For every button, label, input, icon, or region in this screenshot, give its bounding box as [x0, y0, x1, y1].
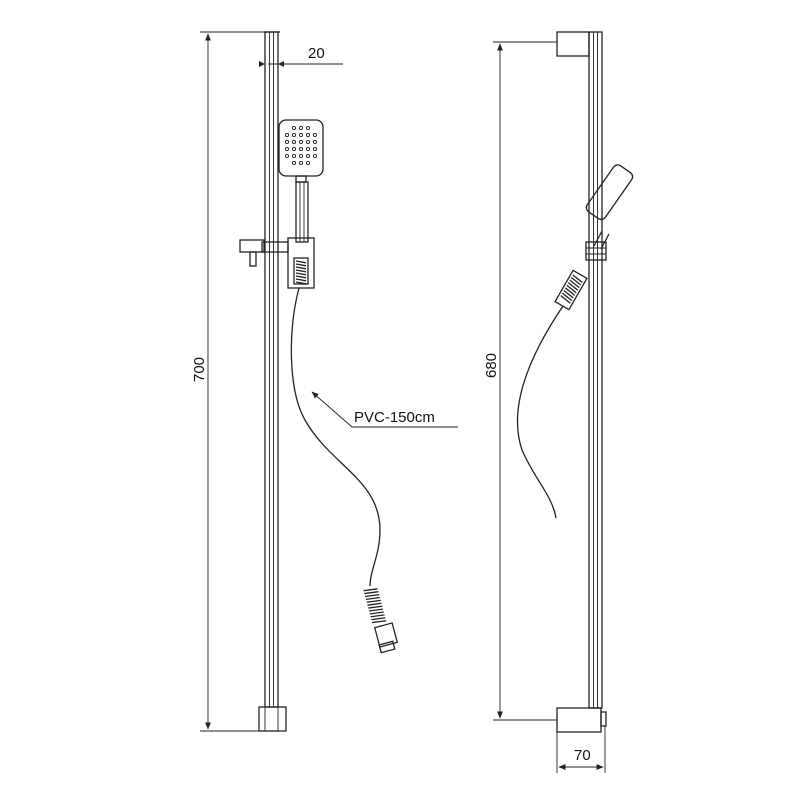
side-shower-hose: [516, 305, 564, 519]
spring-coil: [295, 275, 307, 279]
hand-shower-handle: [295, 181, 309, 243]
nozzle-dot: [291, 160, 297, 166]
nozzle-dot: [298, 139, 304, 145]
front-view: PVC-150cm 20 700: [191, 31, 458, 732]
side-hand-shower-head: [585, 164, 634, 250]
holder-hose-spring: [295, 260, 307, 285]
spring-coil: [560, 295, 571, 304]
nozzle-dot: [298, 125, 304, 131]
nozzle-dot: [305, 139, 311, 145]
rail-height-dimension: [493, 41, 557, 721]
nozzle-dot: [312, 146, 318, 152]
nozzle-dot: [305, 132, 311, 138]
nozzle-dot: [284, 139, 290, 145]
bracket-depth-dimension: [556, 726, 606, 773]
spring-coil: [295, 263, 307, 267]
side-hose-spring: [560, 274, 583, 304]
spring-coil: [371, 617, 386, 621]
spring-coil: [365, 596, 381, 601]
spring-coil: [367, 602, 382, 606]
side-hose-clip: [554, 269, 588, 311]
slider-holder: [239, 237, 315, 289]
shower-hose: [290, 287, 381, 587]
side-bottom-bracket: [556, 707, 607, 733]
front-rail: [263, 31, 280, 708]
nozzle-dot: [305, 146, 311, 152]
nozzle-dot: [298, 160, 304, 166]
hose-callout-label: PVC-150cm: [354, 409, 435, 426]
spring-coil: [295, 266, 307, 270]
spring-coil: [295, 269, 307, 273]
nozzle-dot: [305, 160, 311, 166]
spring-coil: [364, 591, 379, 595]
spring-coil: [295, 281, 307, 285]
bar-width-label: 20: [308, 45, 325, 62]
spring-coil: [372, 620, 387, 624]
spring-coil: [561, 292, 573, 302]
spring-coil: [368, 605, 383, 609]
total-height-dimension: [200, 31, 265, 732]
nozzle-dot: [291, 146, 297, 152]
spring-coil: [366, 599, 381, 603]
nozzle-dot: [305, 153, 311, 159]
hand-shower-head: [278, 119, 324, 183]
nozzle-dot: [298, 153, 304, 159]
nozzle-dot: [312, 139, 318, 145]
hose-callout-leader: [311, 391, 458, 428]
spring-coil: [368, 608, 384, 612]
hose-end-spring: [363, 588, 387, 624]
nozzle-dot: [291, 132, 297, 138]
spring-coil: [563, 289, 574, 299]
rail-height-label: 680: [483, 353, 500, 378]
bracket-depth-label: 70: [574, 747, 591, 764]
total-height-label: 700: [191, 357, 208, 382]
nozzle-dot: [284, 132, 290, 138]
side-top-bracket: [556, 31, 590, 57]
spring-coil: [295, 260, 307, 264]
side-rail: [588, 31, 603, 709]
nozzle-dot: [298, 132, 304, 138]
nozzle-dot: [284, 146, 290, 152]
shower-nozzle-grid: [284, 125, 318, 166]
spring-coil: [365, 593, 380, 598]
spring-coil: [369, 611, 384, 615]
nozzle-dot: [291, 153, 297, 159]
nozzle-dot: [312, 153, 318, 159]
spring-coil: [566, 284, 577, 294]
bar-width-dimension: [259, 61, 343, 67]
hose-end-connector: [363, 588, 399, 654]
spring-coil: [572, 274, 583, 283]
nozzle-dot: [284, 153, 290, 159]
front-bottom-bracket: [258, 706, 287, 732]
nozzle-dot: [291, 139, 297, 145]
nozzle-dot: [291, 125, 297, 131]
spring-coil: [295, 272, 307, 276]
nozzle-dot: [298, 146, 304, 152]
nozzle-dot: [312, 132, 318, 138]
spring-coil: [370, 614, 385, 618]
nozzle-dot: [305, 125, 311, 131]
spring-coil: [295, 278, 307, 282]
spring-coil: [363, 588, 378, 592]
side-view: 680 70: [483, 31, 634, 773]
spring-coil: [569, 279, 580, 289]
spring-coil: [567, 282, 579, 291]
spring-coil: [564, 287, 576, 296]
spring-coil: [570, 276, 582, 286]
